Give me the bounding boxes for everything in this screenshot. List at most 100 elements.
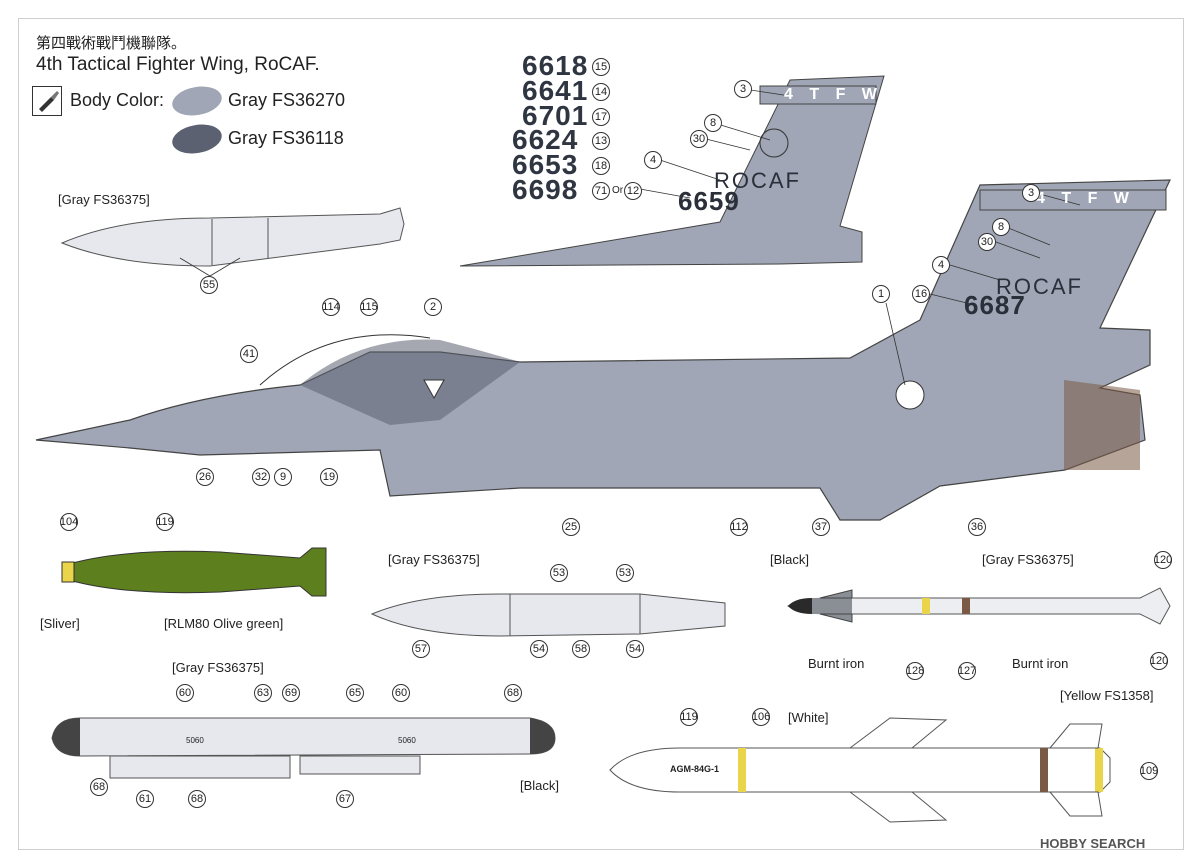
watermark: HOBBY SEARCH xyxy=(1040,836,1146,851)
leader-lines xyxy=(179,88,1081,386)
callout-26: 26 xyxy=(196,468,214,486)
callout-119-bomb: 119 xyxy=(156,513,174,531)
callout-25: 25 xyxy=(562,518,580,536)
callout-114: 114 xyxy=(322,298,340,316)
callout-69: 69 xyxy=(282,684,300,702)
callout-54-b: 54 xyxy=(626,640,644,658)
pod-code-1: 5060 xyxy=(186,736,204,745)
callout-serial-5-alt: 12 xyxy=(624,182,642,200)
aam-missile-illustration xyxy=(787,587,1171,625)
callout-112: 112 xyxy=(730,518,748,536)
callout-1: 1 xyxy=(872,285,890,303)
callout-9: 9 xyxy=(274,468,292,486)
callout-128: 128 xyxy=(906,662,924,680)
callout-37: 37 xyxy=(812,518,830,536)
callout-106: 106 xyxy=(752,708,770,726)
callout-127: 127 xyxy=(958,662,976,680)
callout-30-small: 30 xyxy=(690,130,708,148)
callout-53-a: 53 xyxy=(550,564,568,582)
tail-main-code: 4 T F W xyxy=(1036,190,1135,207)
callout-53-b: 53 xyxy=(616,564,634,582)
callout-serial-4: 18 xyxy=(592,157,610,175)
callout-58: 58 xyxy=(572,640,590,658)
callout-serial-1: 14 xyxy=(592,83,610,101)
callout-57: 57 xyxy=(412,640,430,658)
harpoon-missile-illustration xyxy=(609,717,1111,823)
callout-serial-2: 17 xyxy=(592,108,610,126)
label-yellow: [Yellow FS1358] xyxy=(1060,688,1154,703)
callout-55: 55 xyxy=(200,276,218,294)
f16-side-view xyxy=(35,179,1171,521)
callout-67: 67 xyxy=(336,790,354,808)
callout-104: 104 xyxy=(60,513,78,531)
callout-41: 41 xyxy=(240,345,258,363)
callout-serial-0: 15 xyxy=(592,58,610,76)
callout-32: 32 xyxy=(252,468,270,486)
body-color-label: Body Color: xyxy=(70,90,165,110)
callout-8-main: 8 xyxy=(992,218,1010,236)
callout-63: 63 xyxy=(254,684,272,702)
serial-6618: 6618 xyxy=(522,50,589,81)
label-pod-bottom-gray: [Gray FS36375] xyxy=(172,660,264,675)
callout-4-main: 4 xyxy=(932,256,950,274)
callout-16: 16 xyxy=(912,285,930,303)
label-black-missile: [Black] xyxy=(770,552,810,567)
callout-54-a: 54 xyxy=(530,640,548,658)
callout-68-a: 68 xyxy=(504,684,522,702)
olive-bomb-illustration xyxy=(61,547,327,597)
tail-small-number: 6659 xyxy=(678,186,740,216)
callout-115: 115 xyxy=(360,298,378,316)
swatch-label-fs36270: Gray FS36270 xyxy=(228,90,346,110)
label-olive: [RLM80 Olive green] xyxy=(164,616,284,631)
agm-text: AGM-84G-1 xyxy=(670,764,720,774)
callout-2: 2 xyxy=(424,298,442,316)
callout-60-b: 60 xyxy=(392,684,410,702)
label-white: [White] xyxy=(788,710,829,725)
tail-small-rocaf: ROCAF xyxy=(714,168,801,193)
callout-68-b: 68 xyxy=(90,778,108,796)
callout-4-small: 4 xyxy=(644,151,662,169)
callout-36: 36 xyxy=(968,518,986,536)
serial-6641: 6641 xyxy=(522,75,589,106)
center-pod-illustration xyxy=(370,593,726,637)
callout-61: 61 xyxy=(136,790,154,808)
serial-6698: 6698 xyxy=(512,174,579,205)
tail-main-number: 6687 xyxy=(964,290,1026,320)
callout-serial-5: 71 xyxy=(592,182,610,200)
callout-8-small: 8 xyxy=(704,114,722,132)
label-black-pod: [Black] xyxy=(520,778,560,793)
tail-main-rocaf: ROCAF xyxy=(996,274,1083,299)
callout-3-small: 3 xyxy=(734,80,752,98)
tail-small-code: 4 T F W xyxy=(784,86,883,103)
swatch-label-fs36118: Gray FS36118 xyxy=(228,128,344,148)
title-english: 4th Tactical Fighter Wing, RoCAF. xyxy=(36,54,320,75)
callout-120-a: 120 xyxy=(1154,551,1172,569)
pod-code-2: 5060 xyxy=(398,736,416,745)
title-chinese: 第四戰術戰鬥機聯隊。 xyxy=(36,34,187,52)
or-text: Or xyxy=(612,185,624,196)
callout-19: 19 xyxy=(320,468,338,486)
callout-30-main: 30 xyxy=(978,233,996,251)
callout-120-b: 120 xyxy=(1150,652,1168,670)
tail-small-illustration xyxy=(459,75,885,267)
label-pod-gray: [Gray FS36375] xyxy=(388,552,480,567)
bottom-pod-illustration xyxy=(51,717,556,779)
callout-65: 65 xyxy=(346,684,364,702)
label-sliver: [Sliver] xyxy=(40,616,80,631)
label-missile-gray: [Gray FS36375] xyxy=(982,552,1074,567)
brush-icon xyxy=(32,86,62,116)
serial-6701: 6701 xyxy=(522,100,589,131)
serial-6624: 6624 xyxy=(512,124,579,155)
label-burnt-1: Burnt iron xyxy=(808,656,865,671)
drop-tank-illustration xyxy=(60,207,405,267)
serial-6653: 6653 xyxy=(512,149,579,180)
callout-serial-3: 13 xyxy=(592,132,610,150)
callout-68-c: 68 xyxy=(188,790,206,808)
label-burnt-2: Burnt iron xyxy=(1012,656,1069,671)
callout-60-a: 60 xyxy=(176,684,194,702)
label-tank-gray: [Gray FS36375] xyxy=(58,192,150,207)
callout-119-harpoon: 119 xyxy=(680,708,698,726)
callout-3-main: 3 xyxy=(1022,184,1040,202)
callout-109: 109 xyxy=(1140,762,1158,780)
